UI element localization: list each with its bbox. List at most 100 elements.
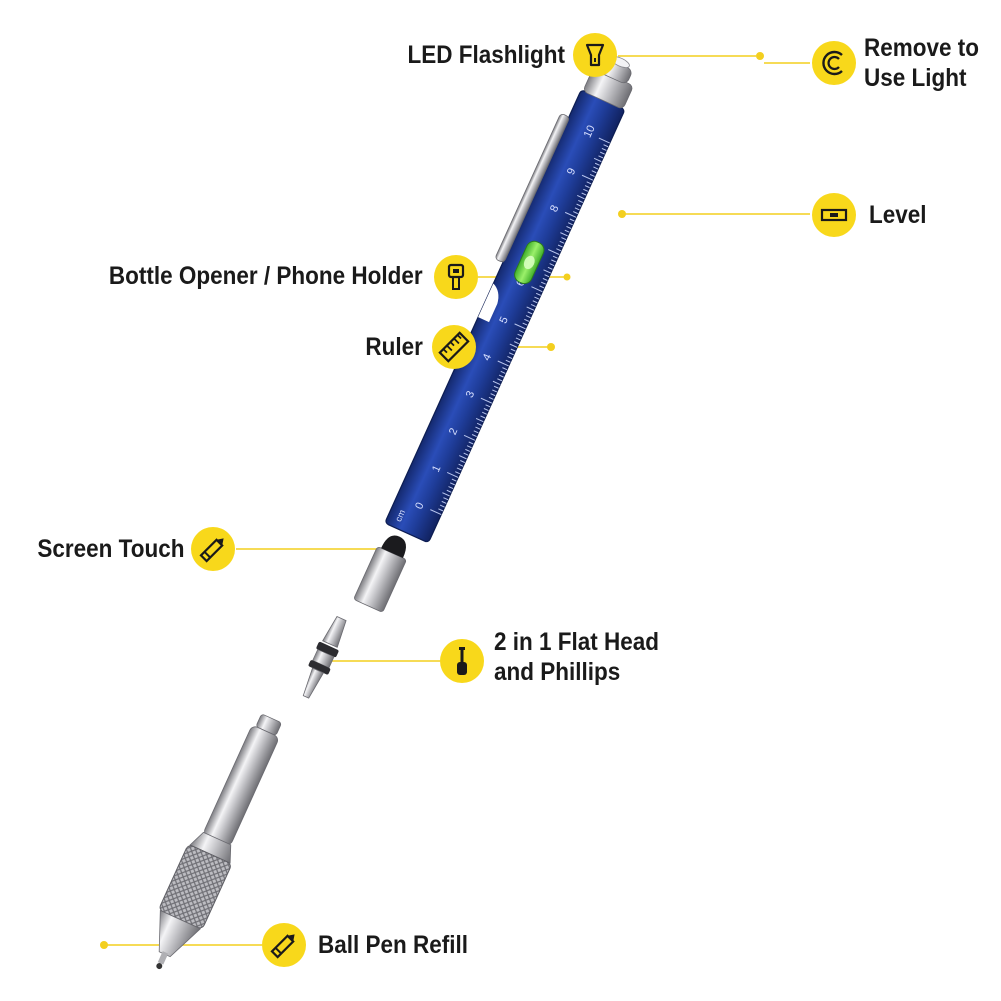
ruler-tick xyxy=(552,255,558,259)
ruler-tick xyxy=(460,460,466,464)
ruler-tick xyxy=(551,259,557,263)
ruler-tick xyxy=(492,380,501,386)
label-level: Level xyxy=(869,201,927,229)
ruler-tick xyxy=(564,211,577,218)
ruler-number: 5 xyxy=(497,315,510,326)
ruler-tick xyxy=(473,430,479,434)
ruler-tick xyxy=(559,240,565,244)
ruler-tick xyxy=(497,360,509,367)
ruler-tick xyxy=(505,359,511,363)
label-led-flashlight: LED Flashlight xyxy=(407,41,566,69)
ruler-tick xyxy=(578,199,584,203)
ruler-tick xyxy=(535,292,541,296)
ruler-tick xyxy=(438,508,444,512)
ruler-tick xyxy=(593,166,599,170)
ruler-tick xyxy=(476,422,482,426)
ruler-tick xyxy=(522,322,528,326)
ruler-tick xyxy=(500,370,506,374)
ruler-tick xyxy=(493,385,499,389)
ruler-ticks xyxy=(430,137,611,516)
cap-off-icon xyxy=(812,41,856,85)
ruler-tick xyxy=(514,323,526,330)
ruler-tick xyxy=(480,415,486,419)
ruler-tick xyxy=(459,455,467,460)
ruler-tick xyxy=(471,434,477,438)
ruler-tick xyxy=(446,489,452,493)
pen-icon xyxy=(262,923,306,967)
label-screwdriver-line2: and Phillips xyxy=(494,658,621,686)
ruler-tick xyxy=(449,482,455,486)
ruler-tick xyxy=(589,173,595,177)
label-screwdriver-line1: 2 in 1 Flat Head xyxy=(494,628,660,656)
ruler-tick xyxy=(560,232,568,237)
screwdriver-icon xyxy=(440,639,484,683)
ruler-tick xyxy=(441,500,447,504)
spirit-level-icon xyxy=(812,193,856,237)
ruler-tick xyxy=(442,492,450,497)
ruler-tick xyxy=(463,434,476,441)
bottle-opener-icon xyxy=(434,255,478,299)
label-remove-line2: Use Light xyxy=(864,64,967,92)
ruler-tick xyxy=(430,509,442,516)
ruler-tick xyxy=(455,471,460,475)
ruler-tick xyxy=(599,151,605,155)
ruler-tick xyxy=(598,155,604,159)
ruler-tick xyxy=(488,396,494,400)
ruler-tick xyxy=(556,248,562,252)
ruler-number: 8 xyxy=(548,203,561,214)
label-ruler: Ruler xyxy=(365,333,423,361)
ruler-tick xyxy=(543,269,552,274)
ruler-tick xyxy=(448,486,454,490)
ruler-tick xyxy=(524,318,530,322)
label-remove-line1: Remove to xyxy=(864,34,980,62)
ruler-tick xyxy=(573,211,578,215)
ruler-tick xyxy=(540,281,546,285)
ruler-tick xyxy=(514,341,519,345)
ruler-number: 2 xyxy=(447,426,460,437)
ruler-tick xyxy=(510,348,516,352)
ruler-unit: cm xyxy=(393,508,407,523)
ruler-tick xyxy=(508,352,514,356)
ruler-tick xyxy=(463,452,469,456)
ruler-tick xyxy=(519,330,525,333)
ruler-tick xyxy=(547,266,553,270)
ruler-tick xyxy=(443,497,449,501)
flashlight-icon xyxy=(573,33,617,77)
label-screen-touch: Screen Touch xyxy=(36,535,184,563)
ruler-tick xyxy=(581,174,594,181)
ruler-tick xyxy=(446,472,459,478)
ruler-tick xyxy=(569,218,575,222)
ruler-tick xyxy=(584,185,590,189)
ruler-tick xyxy=(593,157,602,163)
ruler-tick xyxy=(601,147,607,151)
label-bottle-opener: Bottle Opener / Phone Holder xyxy=(109,262,423,290)
pen-refill xyxy=(156,714,282,970)
ruler-tick xyxy=(439,504,445,508)
ruler-tick xyxy=(557,244,563,248)
screwdriver-bit xyxy=(302,615,347,699)
ruler-tick xyxy=(480,397,493,404)
ruler-tick xyxy=(530,304,536,307)
ruler-number: 10 xyxy=(582,124,598,140)
ruler-tick xyxy=(576,203,582,207)
label-ball-pen-refill: Ball Pen Refill xyxy=(318,931,469,959)
ruler-tick xyxy=(483,408,489,412)
ruler-tick xyxy=(586,181,592,185)
label-remove-to-use-light: Remove to Use Light xyxy=(864,33,979,93)
ruler-tick xyxy=(517,333,523,337)
ruler-tick xyxy=(525,315,531,319)
ruler-tick xyxy=(574,207,580,211)
ruler-tick xyxy=(577,195,585,200)
ruler-tick xyxy=(468,441,474,445)
pencil-icon xyxy=(191,527,235,571)
ruler-tick xyxy=(451,478,457,482)
ruler-tick xyxy=(507,356,513,359)
ruler-tick xyxy=(509,343,518,348)
ruler-tick xyxy=(583,188,589,192)
ruler-tick xyxy=(485,404,491,408)
level-vial xyxy=(514,240,545,285)
ruler-tick xyxy=(465,448,471,452)
ruler-tick xyxy=(526,306,535,311)
ruler-tick xyxy=(502,367,508,371)
ruler-icon xyxy=(432,325,476,369)
